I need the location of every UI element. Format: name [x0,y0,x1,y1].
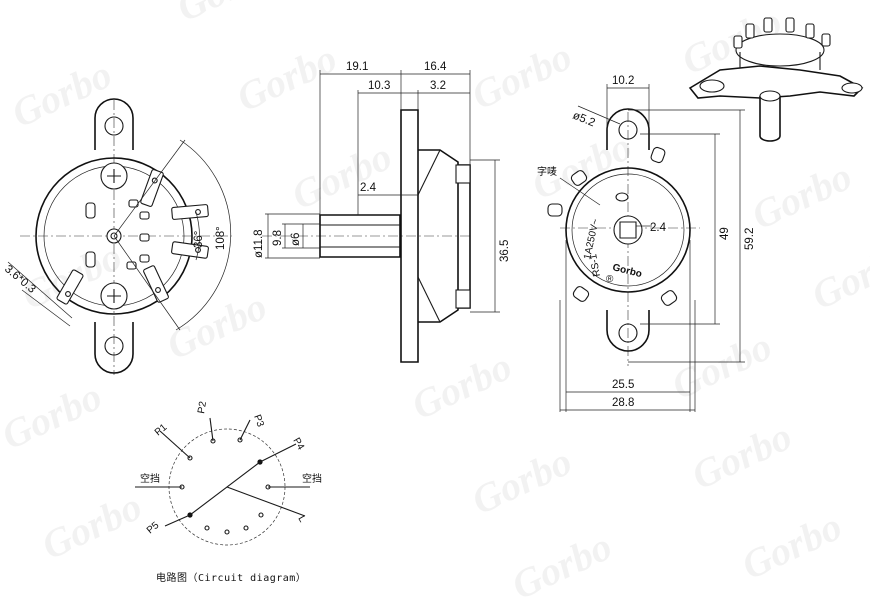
dim-10-3: 10.3 [368,80,390,92]
isometric-view [688,17,864,142]
model-label: RS-1 [588,253,603,278]
dim-dia-6: ø6 [290,233,302,246]
watermark: Gorbo [285,133,399,218]
circuit-diagram: P1 P2 P3 P4 P5 空挡 空挡 L [135,400,322,546]
label-p1: P1 [153,422,170,439]
watermark: Gorbo [5,51,119,136]
dim-10-2: 10.2 [612,75,634,87]
watermark: Gorbo [665,323,779,408]
watermark: Gorbo [745,153,859,238]
watermark: Gorbo [505,523,619,608]
registered-mark: ® [606,274,614,285]
watermark: Gorbo [0,373,108,458]
brand-label: Gorbo [611,262,643,280]
label-p3: P3 [251,413,266,429]
watermark: Gorbo [465,438,579,523]
watermark: Gorbo [735,503,849,588]
dim-36-5: 36.5 [499,240,511,262]
watermark: Gorbo [405,343,519,428]
watermark: Gorbo [465,33,579,118]
label-p2: P2 [196,400,209,414]
watermark: Gorbo [230,35,344,120]
dim-25-5: 25.5 [612,379,634,391]
marking-label: 字唛 [537,165,557,178]
label-blank-right: 空挡 [302,472,322,485]
watermark: Gorbo [805,233,870,318]
dim-28-8: 28.8 [612,397,634,409]
dim-49: 49 [719,227,731,240]
watermark: Gorbo [35,483,149,568]
front-view: 1A250V~ RS-1 Gorbo ® 字唛 10.2 ø5.2 2.4 49… [537,75,756,412]
circuit-caption: 电路图（Circuit diagram） [156,573,307,584]
label-l: L [295,514,308,525]
side-profile-view: 19.1 16.4 10.3 3.2 2.4 36.5 ø11.8 9.8 ø6 [253,61,511,363]
dim-angle-36: 36° [193,231,205,248]
dim-dia-11-8: ø11.8 [253,229,265,258]
dim-19-1: 19.1 [346,61,368,73]
dim-16-4: 16.4 [424,61,447,73]
label-p4: P4 [290,436,306,452]
dim-angle-108: 108° [215,226,227,250]
dim-3-2: 3.2 [430,80,446,92]
label-blank-left: 空挡 [140,472,160,485]
watermark: Gorbo [170,0,284,30]
dim-59-2: 59.2 [744,228,756,250]
watermark: Gorbo [685,413,799,498]
dim-9-8: 9.8 [272,230,284,246]
dim-2-4: 2.4 [360,182,377,194]
dim-front-2-4: 2.4 [650,222,667,234]
